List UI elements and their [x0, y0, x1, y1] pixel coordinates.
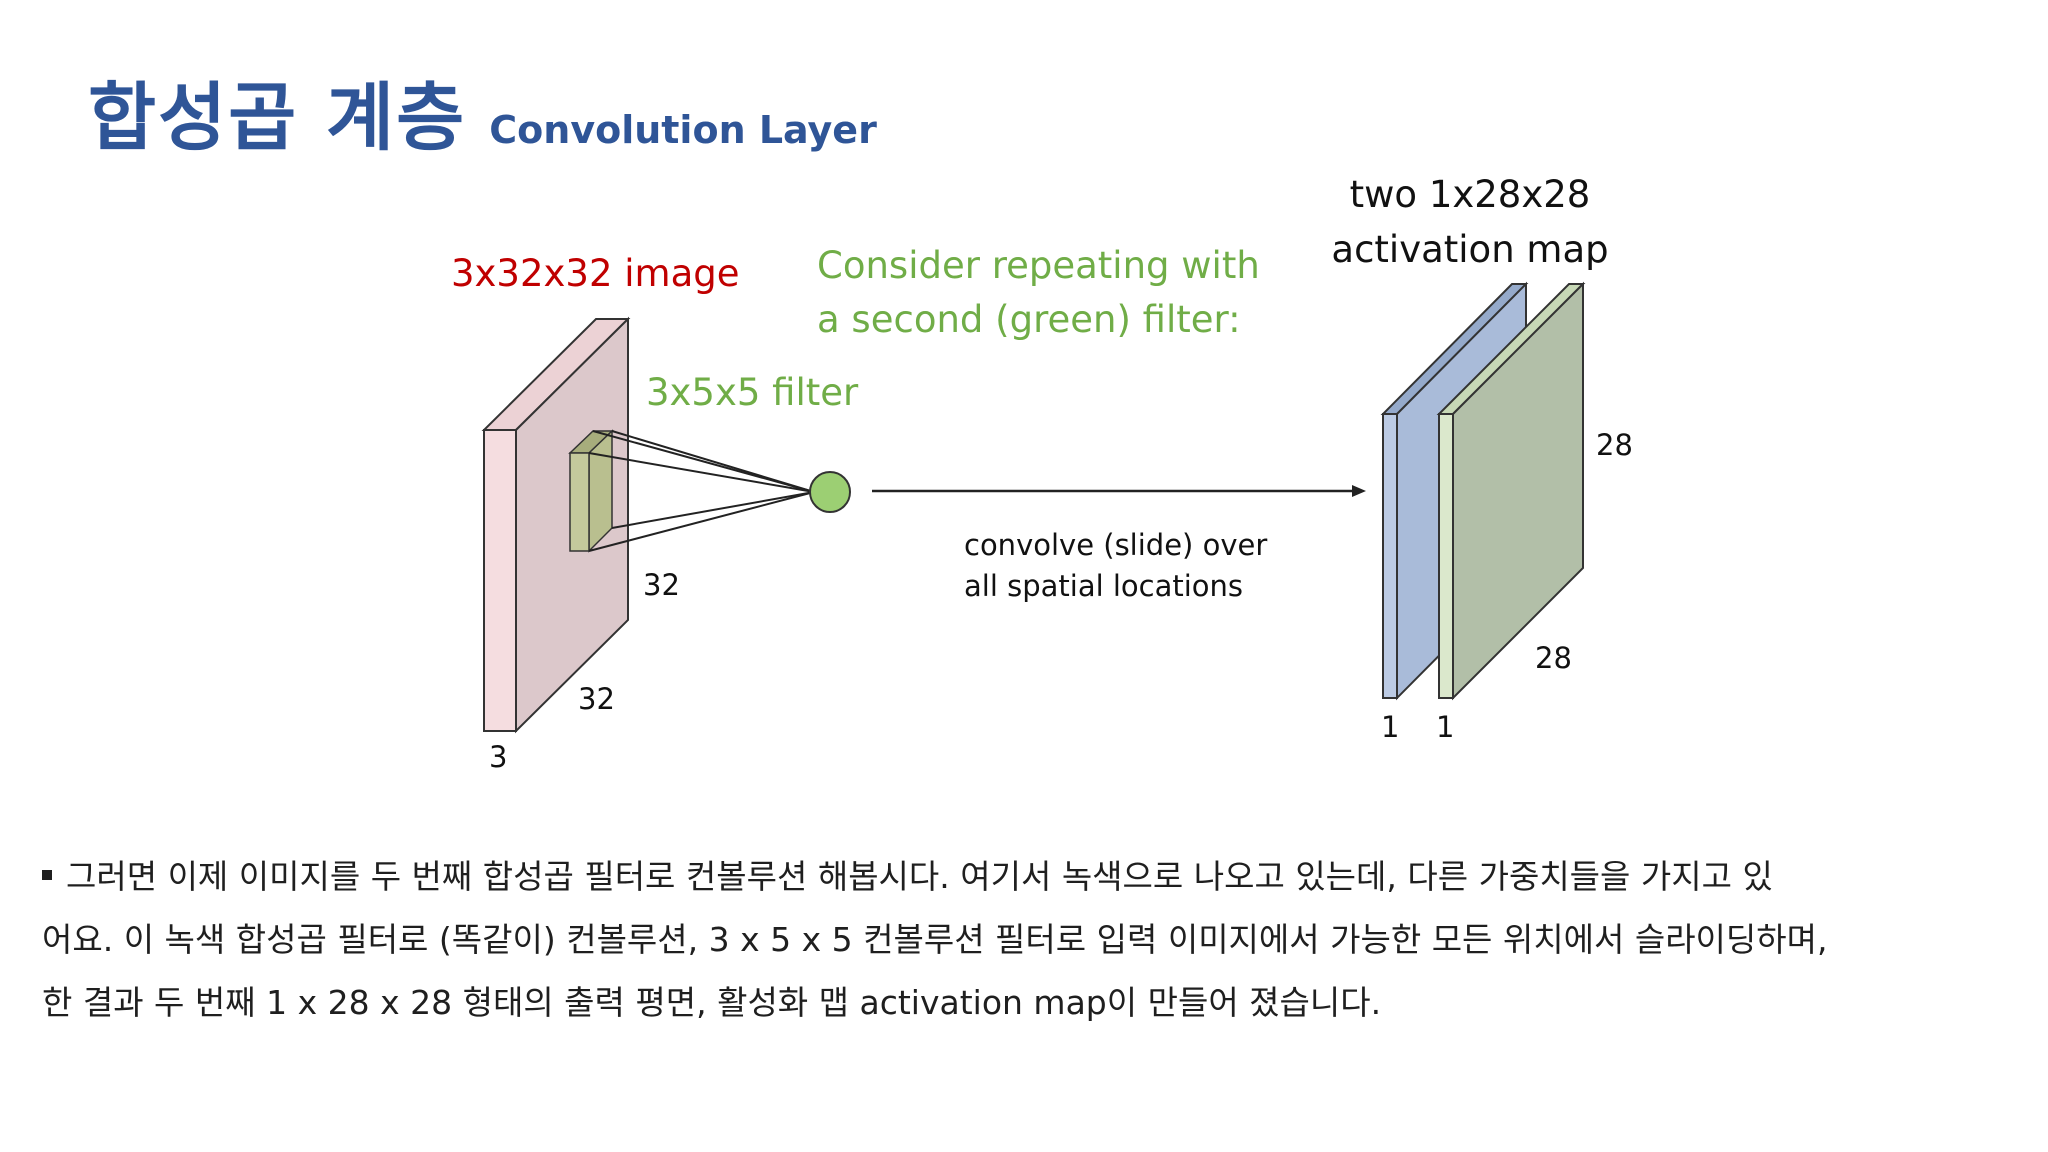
input-image-volume — [481, 316, 631, 734]
description-paragraph: 그러면 이제 이미지를 두 번째 합성곱 필터로 컨볼루션 해봅시다. 여기서 … — [42, 845, 2017, 1034]
filter-front-face — [569, 452, 590, 552]
output-neuron — [809, 471, 851, 513]
map-depth-label-2: 1 — [1436, 710, 1454, 744]
map-width-label: 28 — [1535, 641, 1572, 675]
image-label: 3x32x32 image — [451, 252, 740, 295]
map-label-line1: two 1x28x28 — [1350, 173, 1591, 216]
image-width-label: 32 — [578, 682, 615, 716]
receptive-field-lines — [588, 430, 815, 552]
bullet-icon — [42, 869, 52, 880]
image-height-label: 32 — [643, 568, 680, 602]
image-depth-label: 3 — [489, 740, 507, 774]
slide-title: 합성곱 계층 Convolution Layer — [88, 58, 877, 165]
paragraph-line-1: 그러면 이제 이미지를 두 번째 합성곱 필터로 컨볼루션 해봅시다. 여기서 … — [42, 845, 2017, 908]
map-depth-label-1: 1 — [1381, 710, 1399, 744]
map-height-label: 28 — [1596, 428, 1633, 462]
convolve-label-line1: convolve (slide) over — [964, 528, 1267, 562]
convolution-diagram: 3x32x32 image 3x5x5 filter Consider repe… — [451, 173, 1633, 774]
green-note-line2: a second (green) filter: — [817, 298, 1241, 341]
map-label-line2: activation map — [1331, 228, 1608, 271]
paragraph-line-3: 한 결과 두 번째 1 x 28 x 28 형태의 출력 평면, 활성화 맵 a… — [42, 983, 1382, 1022]
paragraph-line-2: 어요. 이 녹색 합성곱 필터로 (똑같이) 컨볼루션, 3 x 5 x 5 컨… — [42, 920, 1828, 959]
title-english: Convolution Layer — [489, 108, 877, 152]
activation-map-green — [1436, 281, 1586, 701]
title-korean: 합성곱 계층 — [88, 75, 467, 161]
green-note-line1: Consider repeating with — [817, 244, 1260, 287]
filter-cube — [568, 429, 614, 553]
convolve-arrow — [872, 485, 1366, 497]
filter-label: 3x5x5 filter — [646, 371, 859, 414]
paragraph-line-1-text: 그러면 이제 이미지를 두 번째 합성곱 필터로 컨볼루션 해봅시다. 여기서 … — [66, 857, 1773, 896]
image-front-face — [483, 429, 517, 732]
convolve-label-line2: all spatial locations — [964, 569, 1243, 603]
